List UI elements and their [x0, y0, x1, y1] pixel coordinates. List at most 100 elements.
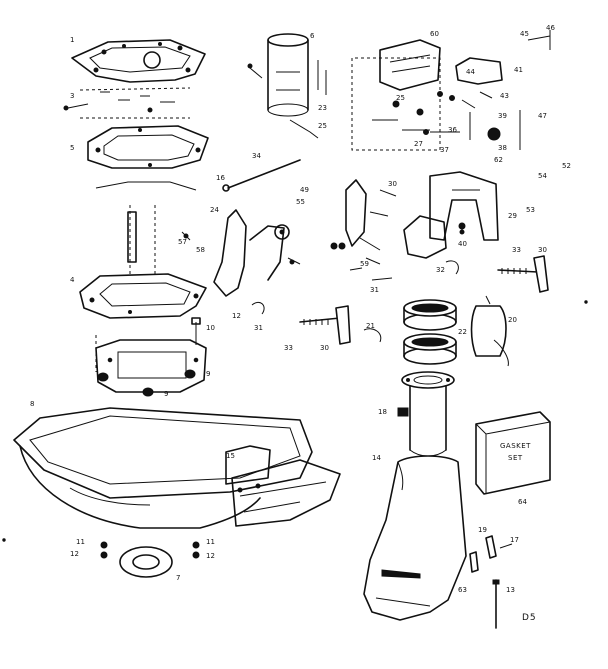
label-16: 16: [216, 174, 225, 182]
gasket-set-box: GASKET SET: [475, 411, 551, 495]
small-parts-mid: [330, 237, 459, 281]
label-54: 54: [538, 172, 547, 180]
label-11: 11: [76, 538, 85, 546]
link-rod-area: [289, 60, 327, 139]
label-9: 9: [206, 370, 210, 378]
label-33: 33: [512, 246, 521, 254]
label-57: 57: [178, 238, 187, 246]
label-24: 24: [210, 206, 219, 214]
label-44: 44: [466, 68, 475, 76]
part-number-labels: 6 23 25 25 60 46 45 41 43 44 47 39 38 36…: [30, 24, 571, 594]
label-30b: 30: [320, 344, 329, 352]
label-18: 18: [378, 408, 387, 416]
registration-dot-left: [2, 538, 6, 542]
label-5: 5: [70, 144, 74, 152]
label-47: 47: [538, 112, 547, 120]
label-30c: 30: [538, 246, 547, 254]
label-30: 30: [388, 180, 397, 188]
upper-gasket-plate: [87, 125, 209, 169]
label-1: 1: [70, 36, 74, 44]
label-10: 10: [206, 324, 215, 332]
label-27: 27: [414, 140, 423, 148]
label-8: 8: [30, 400, 34, 408]
handle-bolt-right: [497, 255, 549, 293]
gasket-set-label-line2: SET: [508, 454, 523, 462]
label-7: 7: [176, 574, 180, 582]
label-3: 3: [70, 92, 74, 100]
adapter-bracket: [95, 335, 207, 393]
lower-gasket-strip: [95, 181, 197, 275]
label-37: 37: [440, 146, 449, 154]
screw-18: [397, 407, 409, 417]
carburetor-assembly: [351, 30, 551, 151]
label-25: 25: [318, 122, 327, 130]
label-12: 12: [232, 312, 241, 320]
clamp-20: [470, 295, 509, 367]
label-62: 62: [494, 156, 503, 164]
label-15: 15: [226, 452, 235, 460]
label-41: 41: [514, 66, 523, 74]
clip-12-center: [251, 301, 265, 315]
label-36: 36: [448, 126, 457, 134]
registration-dot-right: [584, 300, 588, 304]
label-63: 63: [458, 586, 467, 594]
label-20: 20: [508, 316, 517, 324]
label-53: 53: [526, 206, 535, 214]
knob-and-spring-right: [423, 110, 521, 150]
exhaust-tube-top: [401, 371, 455, 457]
bearing-upper-22: [403, 299, 457, 331]
label-46: 46: [546, 24, 555, 32]
lower-pan: [13, 407, 341, 529]
label-59: 59: [360, 260, 369, 268]
drive-shaft-housing: [363, 455, 467, 621]
label-19: 19: [478, 526, 487, 534]
label-43: 43: [500, 92, 509, 100]
label-39: 39: [498, 112, 507, 120]
gasket-set-label-line1: GASKET: [500, 442, 531, 450]
label-17: 17: [510, 536, 519, 544]
throttle-bracket-24: [181, 209, 301, 297]
label-60: 60: [430, 30, 439, 38]
label-6: 6: [310, 32, 315, 40]
label-49: 49: [300, 186, 309, 194]
screw-10: [191, 317, 201, 345]
label-22: 22: [458, 328, 467, 336]
label-9b: 9: [164, 390, 168, 398]
bearing-lower-22: [403, 333, 457, 365]
label-4: 4: [70, 276, 75, 284]
clip-21-center: [363, 328, 382, 343]
label-33b: 33: [284, 344, 293, 352]
label-38: 38: [498, 144, 507, 152]
top-cover-plate: [71, 39, 206, 83]
label-64: 64: [518, 498, 527, 506]
label-29: 29: [508, 212, 517, 220]
label-11b: 11: [206, 538, 215, 546]
small-parts-bottom-right: [469, 535, 513, 629]
exhaust-plate: [79, 273, 207, 319]
label-12c: 12: [206, 552, 215, 560]
grommets-9: [97, 369, 196, 397]
bottom-left-hardware: [100, 541, 200, 578]
label-12b: 12: [70, 550, 79, 558]
label-45: 45: [520, 30, 529, 38]
label-25b: 25: [396, 94, 405, 102]
swivel-bracket-center: [345, 171, 499, 259]
label-34: 34: [252, 152, 261, 160]
label-14: 14: [372, 454, 381, 462]
handle-bolt-center: [299, 305, 351, 345]
label-23: 23: [318, 104, 327, 112]
label-52: 52: [562, 162, 571, 170]
label-21: 21: [366, 322, 375, 330]
label-13: 13: [506, 586, 515, 594]
label-31: 31: [254, 324, 263, 332]
cylinder-6: [247, 33, 309, 117]
drawing-code: D5: [522, 613, 537, 623]
linkage-rod-34: [222, 159, 301, 192]
label-31b: 31: [370, 286, 379, 294]
label-58: 58: [196, 246, 205, 254]
label-32: 32: [436, 266, 445, 274]
label-55: 55: [296, 198, 305, 206]
small-screws-upper: [63, 87, 191, 119]
label-40: 40: [458, 240, 467, 248]
